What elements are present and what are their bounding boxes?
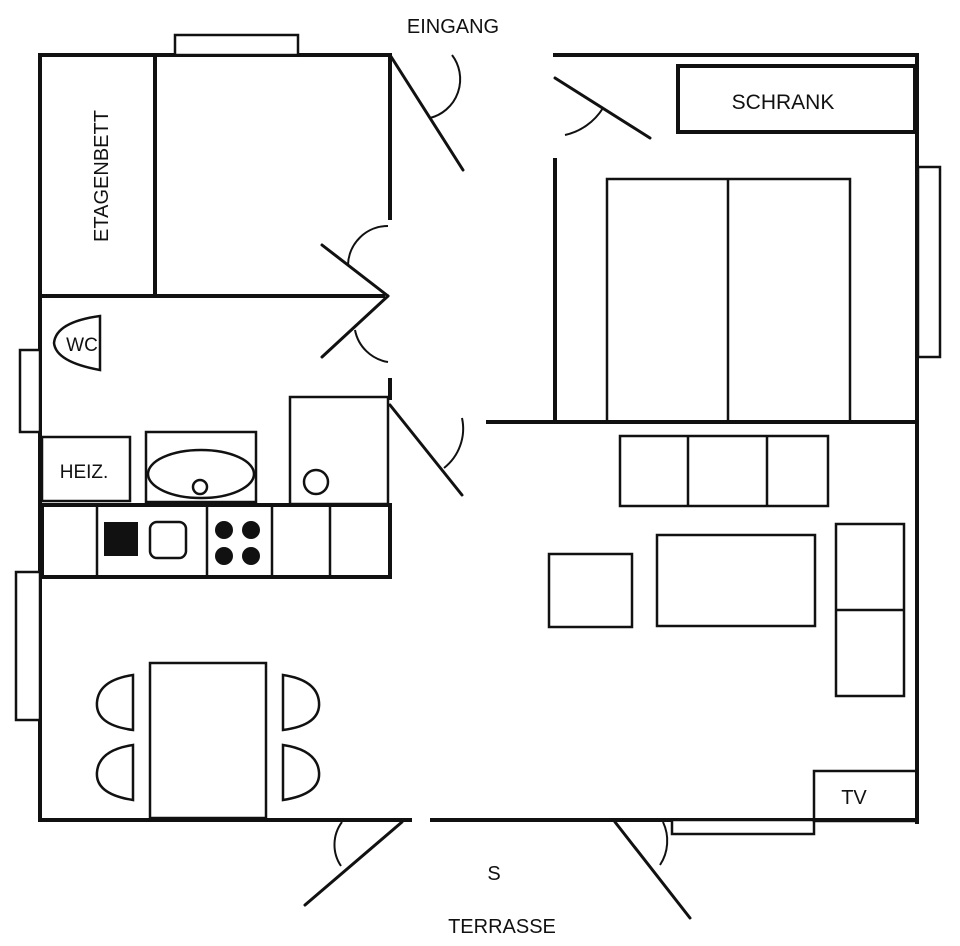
- armchair: [547, 552, 634, 629]
- heating: HEIZ.: [40, 435, 132, 503]
- sideboard: [618, 434, 830, 508]
- terrace-door-right: [613, 820, 692, 920]
- dining-area: [95, 661, 321, 820]
- living-room-furniture: [547, 522, 906, 698]
- wardrobe-label: SCHRANK: [732, 91, 835, 114]
- window-left-upper: [18, 348, 42, 434]
- window-right: [916, 165, 942, 359]
- bunk-bed-label: ETAGENBETT: [91, 110, 113, 242]
- wardrobe: SCHRANK: [676, 64, 917, 134]
- window-top: [173, 33, 300, 57]
- window-left-lower: [14, 570, 42, 722]
- entrance-door: [388, 53, 465, 172]
- terrace-door-left: [303, 820, 404, 907]
- kitchen-counter: [40, 503, 392, 579]
- wc-door: [320, 294, 390, 359]
- outer-walls: [38, 53, 919, 824]
- terrace-label: TERRASSE: [448, 916, 556, 938]
- double-bed: [605, 177, 852, 424]
- kitchen-sink-drain: [104, 522, 138, 556]
- heating-label: HEIZ.: [60, 462, 109, 483]
- doors: [303, 53, 692, 920]
- compass-label: S: [487, 863, 500, 885]
- dining-table: [148, 661, 268, 820]
- entrance-label: EINGANG: [407, 16, 499, 38]
- bunk-bed: ETAGENBETT: [91, 110, 113, 242]
- tv-unit: TV: [812, 769, 919, 823]
- kitchen-door: [388, 403, 464, 497]
- washbasin: [144, 430, 258, 504]
- toilet: WC: [52, 314, 102, 372]
- bunk-room-door: [320, 243, 390, 298]
- stove-burners: [215, 521, 260, 565]
- window-bottom: [670, 818, 816, 836]
- coffee-table: [655, 533, 817, 628]
- kitchen-sink: [148, 520, 188, 560]
- windows: [14, 33, 942, 836]
- shower: [288, 395, 390, 506]
- tv-label: TV: [841, 787, 867, 809]
- toilet-label: WC: [66, 335, 98, 356]
